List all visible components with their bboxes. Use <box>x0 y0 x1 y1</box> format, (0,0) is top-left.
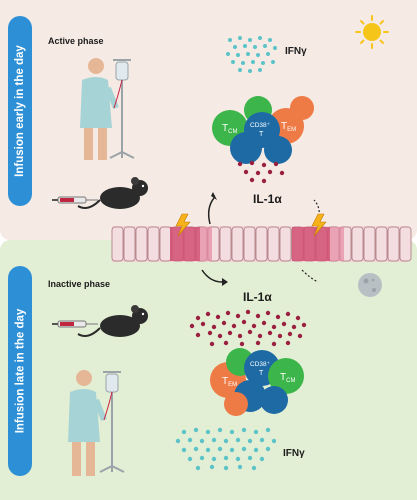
epithelial-cell <box>267 226 280 262</box>
epithelial-cell <box>147 226 160 262</box>
bottom-il1-label: IL-1α <box>243 290 272 304</box>
mouse-injection-icon-bottom <box>52 305 148 337</box>
epithelial-cell <box>243 226 256 262</box>
epithelial-cell <box>219 226 232 262</box>
epithelial-cell <box>231 226 244 262</box>
top-cd38-t-label: T <box>259 131 264 138</box>
bottom-arrow-right <box>301 269 319 283</box>
moon-icon <box>358 273 382 297</box>
bottom-cd38-label: CD38⁺ <box>250 361 271 368</box>
lightning-icon-right <box>311 213 327 237</box>
bottom-tcm-label: TCM <box>280 372 295 384</box>
epithelial-cell <box>351 226 364 262</box>
epithelial-cell <box>375 226 388 262</box>
bottom-cd38-t-label: T <box>259 370 264 377</box>
bottom-il1-dots <box>189 309 307 347</box>
sun-icon <box>355 15 389 49</box>
patient-iv-icon-top <box>80 58 135 160</box>
top-cell-cluster: TCM CD38⁺ T TEM <box>212 96 314 164</box>
inactive-phase-label: Inactive phase <box>48 279 111 289</box>
side-label-early: Infusion early in the day <box>8 16 32 206</box>
bottom-ifn-label: IFNγ <box>283 448 305 459</box>
lightning-icon-left <box>175 213 191 237</box>
epithelial-cell <box>387 226 400 262</box>
epithelial-cell <box>399 226 412 262</box>
bottom-ifn-dots <box>175 427 277 471</box>
mouse-injection-icon-top <box>52 177 148 209</box>
epithelium-icon <box>111 226 412 262</box>
active-phase-label: Active phase <box>48 36 104 46</box>
top-il1-label: IL-1α <box>253 192 282 206</box>
bottom-cell-cluster: TEM CD38⁺ T TCM <box>210 348 304 416</box>
top-tem-label: TEM <box>281 121 296 133</box>
epithelial-cell <box>111 226 124 262</box>
bottom-tem-label: TEM <box>222 376 237 388</box>
epithelial-cell <box>255 226 268 262</box>
bottom-arrow-left <box>201 269 223 283</box>
patient-iv-icon-bottom <box>68 370 125 476</box>
top-tcm-label: TCM <box>222 123 237 135</box>
top-arrow-left <box>207 197 215 225</box>
top-ifn-dots <box>226 36 277 73</box>
bottom-arrow-left-head <box>222 278 228 286</box>
top-ifn-label: IFNγ <box>285 46 307 57</box>
epithelial-cell <box>363 226 376 262</box>
top-il1-dots <box>237 160 285 184</box>
inactive-phase-panel <box>0 240 417 500</box>
epithelial-cell <box>159 226 172 262</box>
epithelial-cell <box>279 226 292 262</box>
side-label-late: Infusion late in the day <box>8 266 32 476</box>
epithelial-cell <box>135 226 148 262</box>
top-cd38-label: CD38⁺ <box>250 122 271 129</box>
top-arrow-left-head <box>211 192 217 200</box>
epithelial-cell <box>123 226 136 262</box>
